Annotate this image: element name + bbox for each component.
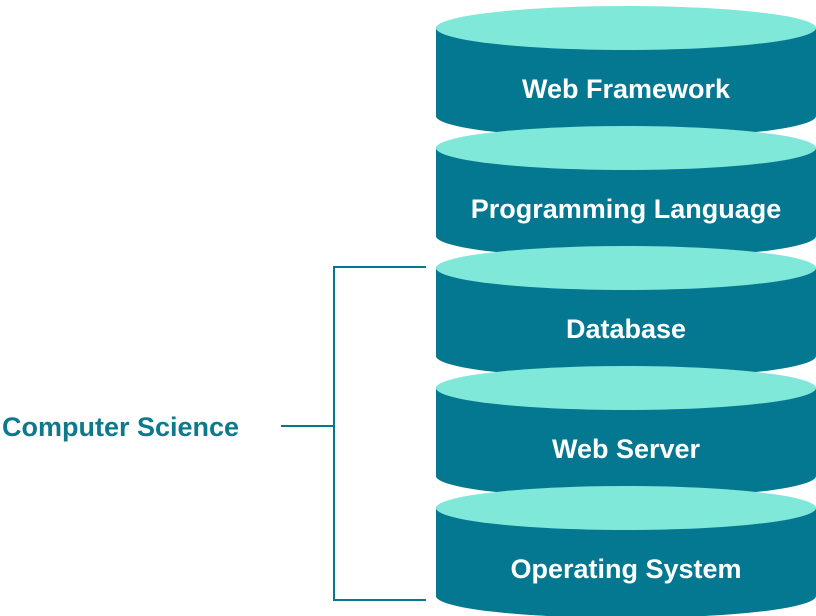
stack-layer-4: Operating System	[436, 486, 816, 616]
computer-science-bracket	[281, 266, 426, 601]
layer-label: Database	[566, 314, 686, 344]
stack-layer-1: Programming Language	[436, 126, 816, 258]
layer-label: Programming Language	[471, 194, 782, 224]
cylinder-body	[436, 28, 816, 138]
stack-layer-2: Database	[436, 246, 816, 378]
cylinder-body	[436, 508, 816, 616]
stack-layer-0: Web Framework	[436, 6, 816, 138]
cylinder-body	[436, 268, 816, 378]
layer-label: Web Framework	[522, 74, 731, 104]
bracket-line	[333, 266, 426, 601]
cylinder-top	[436, 366, 816, 410]
cylinder-top	[436, 246, 816, 290]
computer-science-label: Computer Science	[2, 412, 239, 442]
cylinder-top	[436, 486, 816, 530]
cylinder-top	[436, 126, 816, 170]
cylinder-top	[436, 6, 816, 50]
cylinder-body	[436, 388, 816, 498]
layer-label: Web Server	[552, 434, 701, 464]
layer-label: Operating System	[510, 554, 741, 584]
stack-layer-3: Web Server	[436, 366, 816, 498]
cylinder-body	[436, 148, 816, 258]
